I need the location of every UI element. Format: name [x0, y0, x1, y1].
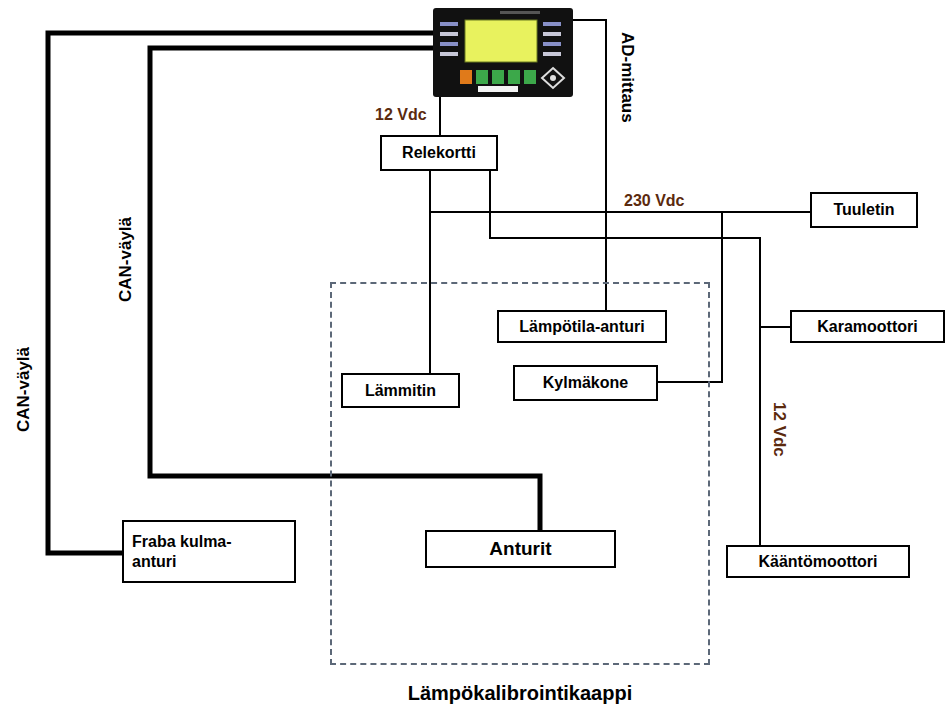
component-name: Anturit	[489, 538, 551, 561]
component-box: Anturit	[425, 530, 616, 568]
power-wire	[430, 171, 722, 382]
component-box: Tuuletin	[810, 192, 918, 228]
component-name: Relekortti	[402, 143, 476, 162]
component-name: Karamoottori	[817, 317, 917, 336]
can-bus-wire	[150, 48, 540, 531]
voltage-label: 12 Vdc	[375, 106, 427, 124]
cabinet-region: LämpökalibrointikaappiLämpötila-anturiLä…	[330, 282, 710, 665]
component-name: Fraba kulma-anturi	[132, 532, 257, 570]
bus-label: CAN-väylä	[15, 347, 34, 432]
ad-wire	[573, 20, 606, 311]
power-wire	[490, 171, 760, 545]
voltage-label: 230 Vdc	[624, 192, 684, 210]
supply-wire	[439, 97, 441, 136]
component-box: Lämpötila-anturi	[497, 310, 667, 343]
voltage-label: 12 Vdc	[769, 402, 788, 457]
component-box: Lämmitin	[341, 373, 460, 408]
power-wire	[490, 171, 790, 327]
signal-label: AD-mittaus	[617, 32, 636, 123]
controller-unit	[433, 8, 573, 97]
component-name: Lämpötila-anturi	[519, 317, 644, 336]
component-name: Kylmäkone	[543, 373, 628, 392]
component-name: Kääntömoottori	[758, 552, 877, 571]
component-box: Kylmäkone	[513, 365, 658, 401]
component-box: Karamoottori	[790, 310, 945, 343]
cabinet-caption: Lämpökalibrointikaappi	[332, 681, 708, 705]
power-wire	[430, 171, 810, 212]
component-box: Fraba kulma-anturi	[122, 520, 296, 583]
component-box: Relekortti	[380, 135, 498, 171]
component-name: Tuuletin	[833, 200, 894, 219]
component-name: Lämmitin	[365, 381, 436, 400]
bus-label: CAN-väylä	[117, 217, 136, 302]
component-box: Kääntömoottori	[726, 545, 910, 578]
